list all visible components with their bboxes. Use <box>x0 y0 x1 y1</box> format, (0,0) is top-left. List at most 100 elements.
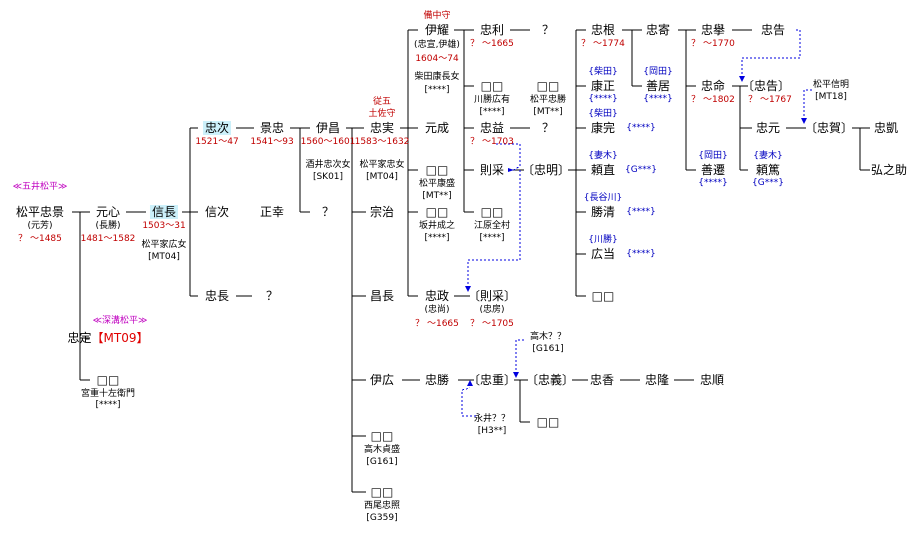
person-masayuki: 正幸 <box>259 205 285 219</box>
person-yorinao: 頼直 <box>590 163 616 177</box>
person-tadashige: 〔忠重〕 <box>467 373 517 387</box>
person-koreteru: 伊耀 <box>424 23 450 37</box>
person-motokokoro: 元心 <box>95 205 121 219</box>
person-kojinosuke: 弘之助 <box>870 163 908 177</box>
code-koremasa: [SK01] <box>312 172 344 182</box>
person-tadakage: 松平忠景 <box>15 205 65 219</box>
life-tadakoku2: ？ ～1767 <box>748 95 792 105</box>
life-tadamasa: ？ ～1665 <box>415 319 459 329</box>
person-q-toshi: ？ <box>541 23 555 37</box>
clan-label-fukozu: ≪深溝松平≫ <box>92 316 148 326</box>
wife-matsudaira: 松平康盛 <box>418 179 456 189</box>
g-hiromasa: {****} <box>626 249 656 259</box>
person-tadaka2: 〔忠賀〕 <box>804 121 854 135</box>
person-tadayori: 忠順 <box>699 373 725 387</box>
wife-mp-tadayoshi: 松平忠勝 <box>529 95 567 105</box>
person-nobutsugu: 信次 <box>204 205 230 219</box>
alias-tadamasa: (忠尚) <box>424 305 450 315</box>
person-masanaga: 昌長 <box>369 289 395 303</box>
adopt-yoshii: {岡田} <box>643 67 673 77</box>
person-motonari: 元成 <box>424 121 450 135</box>
life-koreteru: 1604～74 <box>415 54 459 64</box>
person-tadakoku: 忠告 <box>760 23 786 37</box>
person-tadahiro: 忠凱 <box>873 121 899 135</box>
nagai-code: [H3**] <box>477 426 507 436</box>
rank-koreteru: 備中守 <box>423 11 451 21</box>
code-takagi: [G161] <box>366 457 398 467</box>
adopt-yasumasa: {柴田} <box>588 67 618 77</box>
g-yasumasa: {****} <box>588 94 618 104</box>
person-yoritoku: 頼篤 <box>755 163 781 177</box>
wife-takagi: 高木貞盛 <box>363 445 401 455</box>
person-tadaka: 忠香 <box>589 373 615 387</box>
person-tadayori2: 忠寄 <box>645 23 671 37</box>
rank-tadazane-1: 従五 <box>372 97 392 107</box>
wife-sakai: 坂井成之 <box>418 221 456 231</box>
person-yasukan: 康完 <box>590 121 616 135</box>
person-nobunaga: 信長 <box>149 205 179 219</box>
adopt-yasukan: {柴田} <box>588 109 618 119</box>
person-matsudaira-wife: □□ <box>425 163 449 177</box>
life-motokokoro: 1481～1582 <box>80 234 136 244</box>
person-miyashige: □□ <box>96 373 120 387</box>
nobuaki-code: [MT18] <box>815 92 847 102</box>
person-tadatoshi: 忠利 <box>479 23 505 37</box>
code-nishio: [G359] <box>366 513 398 523</box>
person-q-masu: ？ <box>541 121 555 135</box>
person-nishio-wife: □□ <box>370 485 394 499</box>
wife-miyashige: 宮重十左衛門 <box>80 389 136 399</box>
person-koremasa: 伊昌 <box>315 121 341 135</box>
takagi2-code: [G161] <box>532 344 564 354</box>
person-takagi-wife: □□ <box>370 429 394 443</box>
person-tadatsugu: 忠次 <box>202 121 232 135</box>
person-sakai-wife: □□ <box>425 205 449 219</box>
g-yasukan: {****} <box>626 123 656 133</box>
code-nobunaga: [MT04] <box>148 252 180 262</box>
person-munenao: 宗治 <box>369 205 395 219</box>
wife-koremasa: 酒井忠次女 <box>305 160 351 170</box>
person-kawakatsu-wife: □□ <box>480 79 504 93</box>
life-tadamei: ？ ～1802 <box>691 95 735 105</box>
person-korehiro: 伊広 <box>369 373 395 387</box>
code-matsudaira: [MT**] <box>422 191 452 201</box>
wife-kawakatsu: 川勝広有 <box>473 95 511 105</box>
clan-label-goi: ≪五井松平≫ <box>12 182 68 192</box>
g-yoshii: {****} <box>643 94 673 104</box>
person-yasumasa: 康正 <box>590 79 616 93</box>
person-tadakatsu: 忠勝 <box>424 373 450 387</box>
adopt-hiromasa: {川勝} <box>588 235 618 245</box>
person-tadamei: 忠命 <box>700 79 726 93</box>
life-tadatoshi: ？ ～1665 <box>470 39 514 49</box>
g-zensen: {****} <box>698 178 728 188</box>
person-tadamasu: 忠益 <box>479 121 505 135</box>
adopt-yorinao: {妻木} <box>588 151 618 161</box>
wife-koreteru: 柴田康長女 <box>414 72 460 82</box>
person-tadasada: 忠定【MT09】 <box>68 331 149 345</box>
person-koremasa-child2: ？ <box>321 205 335 219</box>
alias-tadakage: (元芳) <box>27 221 53 231</box>
code-kawakatsu: [****] <box>479 107 505 117</box>
wife-edohara: 江原全村 <box>473 221 511 231</box>
alias-motokokoro: (長勝) <box>95 221 121 231</box>
life-tadamasu: ？ ～1703 <box>470 137 514 147</box>
life-koremasa: 1560～1601 <box>300 137 356 147</box>
person-tadazane: 忠実 <box>369 121 395 135</box>
life-tadakage: ？ ～1485 <box>18 234 62 244</box>
person-noriuna: 則采 <box>479 163 505 177</box>
adopt-katsukiyo: {長谷川} <box>583 193 623 203</box>
person-tadaaki: 〔忠明〕 <box>521 163 571 177</box>
rank-tadazane-2: 土佐守 <box>368 109 396 119</box>
person-katsukiyo: 勝清 <box>590 205 616 219</box>
wife-tadazane: 松平家忠女 <box>359 160 405 170</box>
person-tadanaga-child: ？ <box>265 289 279 303</box>
person-tadayoshi: 〔忠義〕 <box>525 373 575 387</box>
life-kagetada: 1541～93 <box>250 137 294 147</box>
alias-noriuna2: (忠房) <box>479 305 505 315</box>
code-tadazane: [MT04] <box>366 172 398 182</box>
tadasada-code: 【MT09】 <box>91 331 149 345</box>
nagai-name: 永井？？ <box>473 414 511 424</box>
person-tadayoshi-child: □□ <box>536 415 560 429</box>
code-edohara: [****] <box>479 233 505 243</box>
nobuaki-name: 松平信明 <box>812 80 850 90</box>
